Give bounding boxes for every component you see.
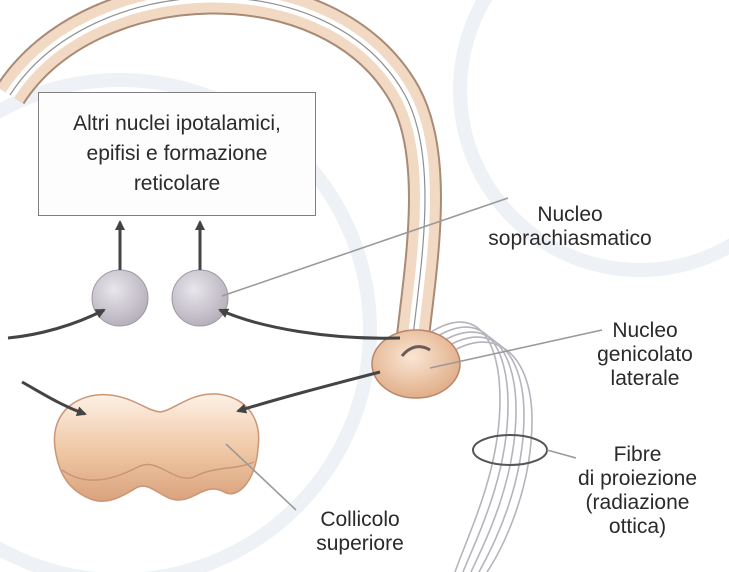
fiber-ring xyxy=(473,435,547,465)
suprachiasmatic-line-2: soprachiasmatico xyxy=(450,227,690,251)
suprachiasmatic-label: Nucleo soprachiasmatico xyxy=(450,203,690,251)
box-line-2: epifisi e formazione xyxy=(87,139,268,169)
projection-fibers-label: Fibre di proiezione (radiazione ottica) xyxy=(550,443,725,539)
lgn-line-2: genicolato xyxy=(575,343,715,367)
box-line-3: reticolare xyxy=(134,169,220,199)
target-nuclei-box: Altri nuclei ipotalamici, epifisi e form… xyxy=(38,92,316,216)
lgn-line-3: laterale xyxy=(575,367,715,391)
fibers-line-4: ottica) xyxy=(550,515,725,539)
fibers-line-1: Fibre xyxy=(550,443,725,467)
lgn-line-1: Nucleo xyxy=(575,319,715,343)
box-line-1: Altri nuclei ipotalamici, xyxy=(73,109,281,139)
lgn-label: Nucleo genicolato laterale xyxy=(575,319,715,391)
nucleus-right xyxy=(172,270,228,326)
suprachiasmatic-line-1: Nucleo xyxy=(450,203,690,227)
superior-colliculus-label: Collicolo superiore xyxy=(290,508,430,556)
fibers-line-3: (radiazione xyxy=(550,491,725,515)
nucleus-left xyxy=(92,270,148,326)
colliculus-line-2: superiore xyxy=(290,532,430,556)
colliculus-line-1: Collicolo xyxy=(290,508,430,532)
fibers-line-2: di proiezione xyxy=(550,467,725,491)
superior-colliculus xyxy=(54,394,258,501)
